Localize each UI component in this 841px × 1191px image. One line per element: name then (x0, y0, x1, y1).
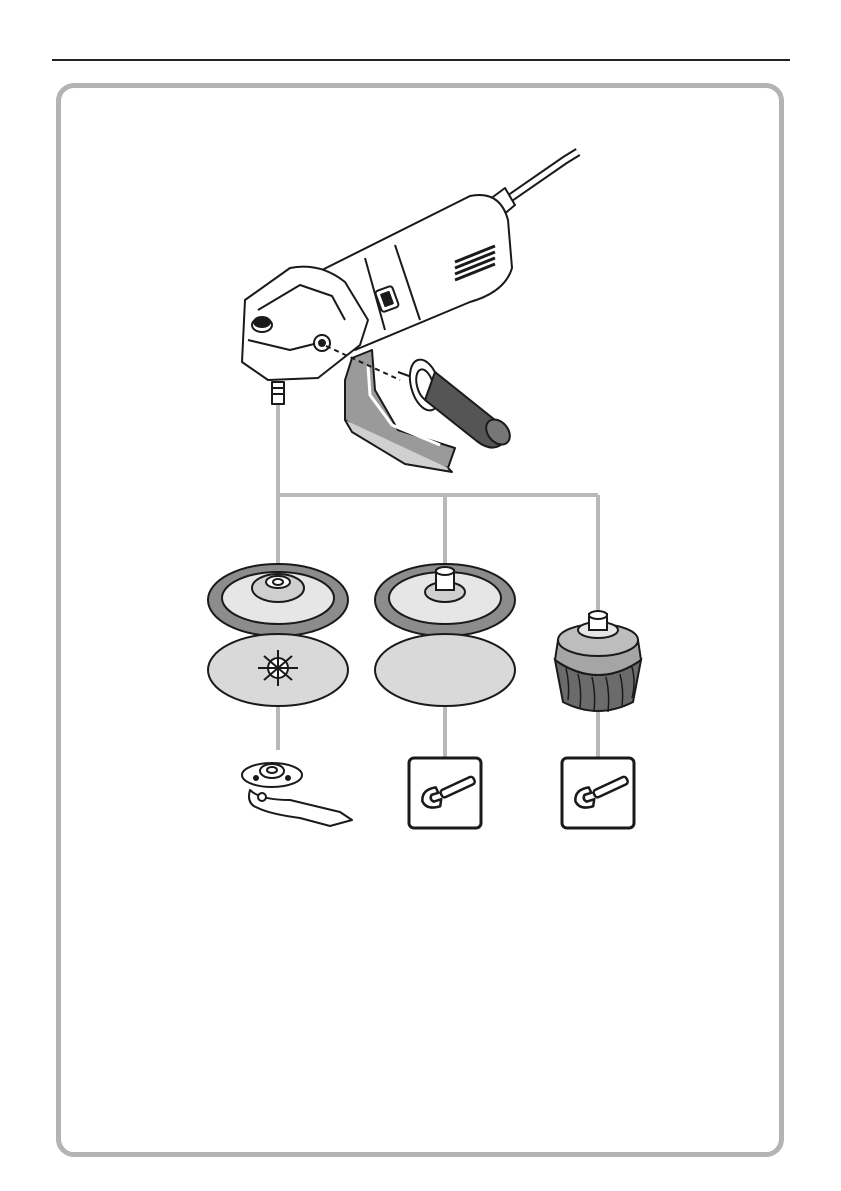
backing-pad-star-icon (208, 564, 348, 636)
sanding-disc-icon (375, 634, 515, 706)
angle-grinder-icon (242, 152, 578, 404)
two-pin-spanner-icon (242, 763, 352, 826)
sanding-disc-star-icon (208, 634, 348, 706)
backing-pad-icon (375, 564, 515, 636)
cup-wire-brush-icon (555, 611, 641, 712)
open-end-wrench-icon (409, 758, 481, 828)
open-end-wrench-icon (562, 758, 634, 828)
